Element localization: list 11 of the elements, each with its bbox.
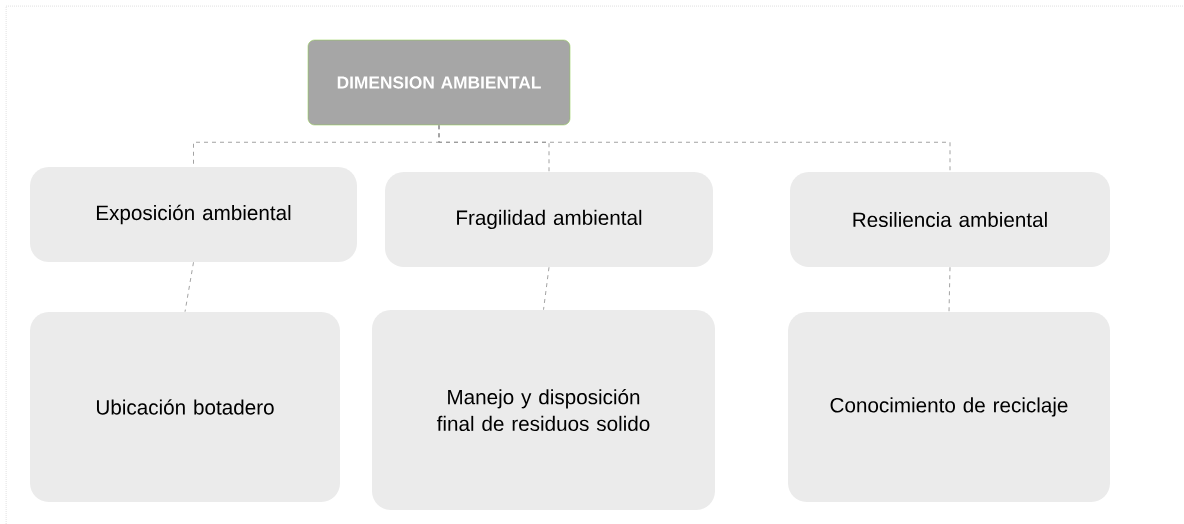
connector-line <box>438 124 951 173</box>
title-box: DIMENSION AMBIENTAL <box>307 39 571 126</box>
category-box: Resiliencia ambiental <box>790 172 1110 267</box>
indicator-box: Conocimiento de reciclaje <box>788 312 1110 502</box>
connector-line <box>948 266 951 313</box>
indicator-box: Manejo y disposición final de residuos solido <box>372 310 715 510</box>
category-box: Exposición ambiental <box>30 167 357 262</box>
connector-line <box>543 266 550 311</box>
connector-line <box>184 261 194 313</box>
category-box: Fragilidad ambiental <box>385 172 713 267</box>
indicator-box: Ubicación botadero <box>30 312 340 502</box>
